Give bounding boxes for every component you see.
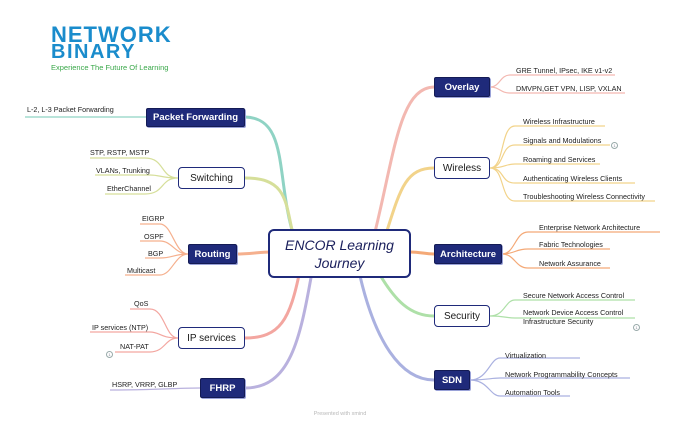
leaf-vlans: VLANs, Trunking [96, 166, 150, 175]
leaf-device-access-control: Network Device Access Control [523, 308, 624, 317]
leaf-l2-l3-forwarding: L-2, L-3 Packet Forwarding [27, 105, 114, 114]
leaf-fabric-technologies: Fabric Technologies [539, 240, 603, 249]
topic-routing[interactable]: Routing [188, 244, 237, 264]
logo-tagline: Experience The Future Of Learning [51, 63, 169, 72]
leaf-dmvpn: DMVPN,GET VPN, LISP, VXLAN [516, 84, 622, 93]
leaf-hsrp-vrrp-glbp: HSRP, VRRP, GLBP [112, 380, 178, 389]
leaf-multicast: Multicast [127, 266, 156, 275]
central-topic[interactable]: ENCOR Learning Journey [268, 229, 411, 278]
connector-architecture [409, 250, 435, 256]
ip-services-badge[interactable]: 1 [106, 351, 113, 358]
topic-packet-forwarding[interactable]: Packet Forwarding [146, 108, 245, 127]
topic-architecture[interactable]: Architecture [434, 244, 502, 264]
leaf-roaming-services: Roaming and Services [523, 155, 596, 164]
leaf-wireless-infrastructure: Wireless Infrastructure [523, 117, 595, 126]
leaf-lines-wireless [489, 125, 655, 202]
leaf-lines-sdn [469, 357, 630, 397]
topic-ip-services[interactable]: IP services [178, 327, 245, 349]
leaf-line-fhrp [109, 387, 201, 391]
connector-wireless [383, 166, 435, 238]
leaf-etherchannel: EtherChannel [107, 184, 151, 193]
logo-network: NETWORK [51, 22, 172, 47]
leaf-secure-access-control: Secure Network Access Control [523, 291, 625, 300]
leaf-lines-security [489, 299, 635, 319]
topic-wireless[interactable]: Wireless [434, 157, 490, 179]
wireless-badge[interactable]: 1 [611, 142, 618, 149]
central-topic-line2: Journey [314, 254, 365, 271]
topic-sdn[interactable]: SDN [434, 370, 470, 390]
leaf-lines-overlay [489, 74, 625, 94]
leaf-troubleshooting-wireless: Troubleshooting Wireless Connectivity [523, 192, 645, 201]
leaf-lines-ip [90, 308, 179, 353]
leaf-infrastructure-security: Infrastructure Security [523, 317, 594, 326]
leaf-virtualization: Virtualization [505, 351, 547, 360]
leaf-nat-pat: NAT-PAT [120, 342, 149, 351]
leaf-lines-routing [125, 223, 189, 276]
leaf-qos: QoS [134, 299, 149, 308]
footer-watermark: Presented with xmind [313, 411, 367, 417]
leaf-signals-modulations: Signals and Modulations [523, 136, 602, 145]
logo-binary: BINARY [51, 41, 136, 63]
leaf-gre-ipsec: GRE Tunnel, IPsec, IKE v1-v2 [516, 66, 613, 75]
leaf-authenticating-clients: Authenticating Wireless Clients [523, 174, 623, 183]
connector-sdn [358, 275, 435, 382]
leaf-network-assurance: Network Assurance [539, 259, 601, 268]
central-topic-line1: ENCOR Learning [285, 236, 394, 253]
leaf-enterprise-architecture: Enterprise Network Architecture [539, 223, 641, 232]
leaf-programmability: Network Programmability Concepts [505, 370, 618, 379]
security-badge[interactable]: 1 [633, 324, 640, 331]
leaf-lines-architecture [501, 231, 660, 269]
leaf-bgp: BGP [148, 249, 164, 258]
leaf-automation-tools: Automation Tools [505, 388, 561, 397]
leaf-stp: STP, RSTP, MSTP [90, 148, 150, 157]
leaf-ospf: OSPF [144, 232, 164, 241]
connector-routing [235, 250, 271, 256]
topic-fhrp[interactable]: FHRP [200, 378, 245, 398]
leaf-eigrp: EIGRP [142, 214, 165, 223]
connector-ip-services [244, 269, 302, 340]
topic-security[interactable]: Security [434, 305, 490, 327]
connector-security [378, 274, 435, 318]
connector-fhrp [244, 271, 314, 390]
topic-switching[interactable]: Switching [178, 167, 245, 189]
topic-overlay[interactable]: Overlay [434, 77, 490, 97]
connector-overlay [373, 85, 435, 233]
leaf-ip-services-ntp: IP services (NTP) [92, 323, 149, 332]
leaf-lines-switching [90, 157, 179, 195]
